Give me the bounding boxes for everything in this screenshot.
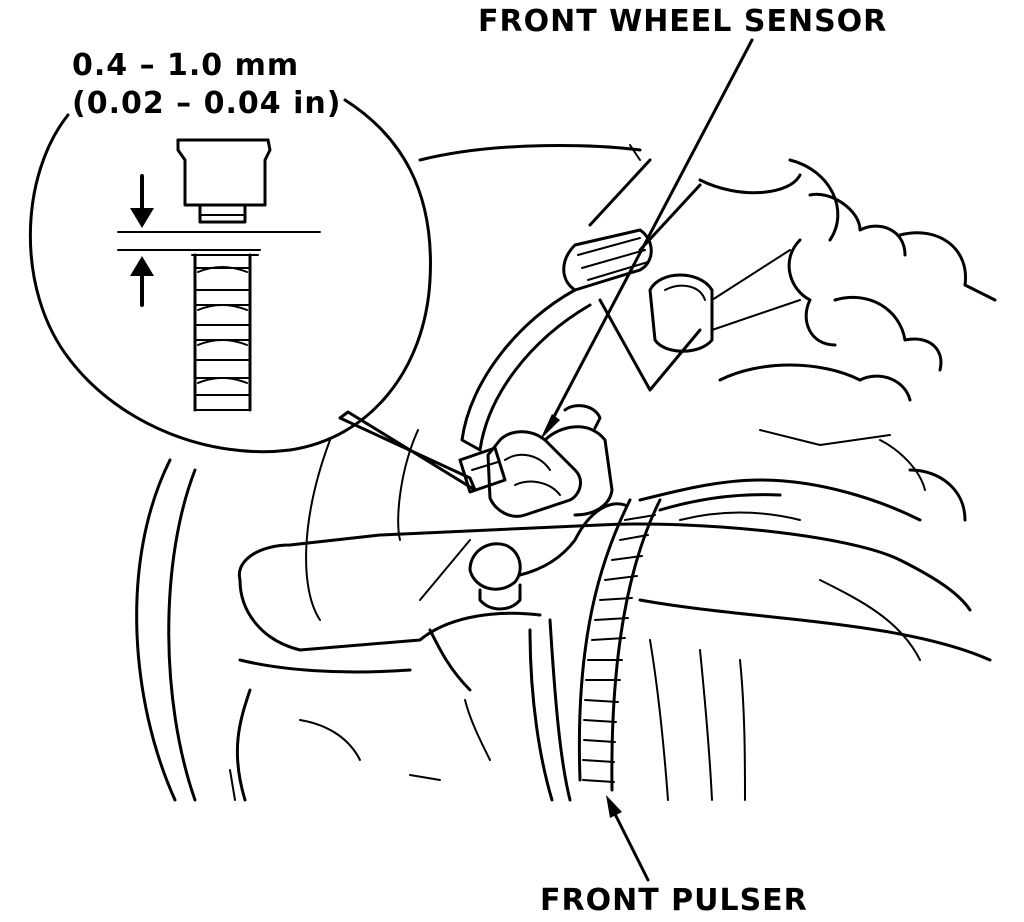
gap-arrow-up [130,256,154,307]
detail-pointer [338,410,477,492]
detail-circle-outline [28,98,432,454]
front-pulser-ring [577,478,922,792]
suspension-assembly [135,144,997,802]
pulser-leader-line [610,806,650,882]
detail-sensor-tip [176,138,272,224]
front-wheel-sensor-label: FRONT WHEEL SENSOR [478,4,888,39]
sensor-leader-line [546,38,754,430]
gap-spec-in-label: (0.02 – 0.04 in) [72,86,342,121]
detail-pulser-teeth [191,253,259,412]
gap-spec-mm-label: 0.4 – 1.0 mm [72,48,300,83]
gap-arrow-down [130,174,154,228]
detail-magnifier [28,98,477,492]
wheel-sensor-body [458,404,614,518]
sensor-leader-arrowhead [540,414,560,440]
pulser-leader-arrowhead [606,795,622,818]
front-pulser-label: FRONT PULSER [540,883,808,918]
sensor-mount-bolt [468,502,627,611]
